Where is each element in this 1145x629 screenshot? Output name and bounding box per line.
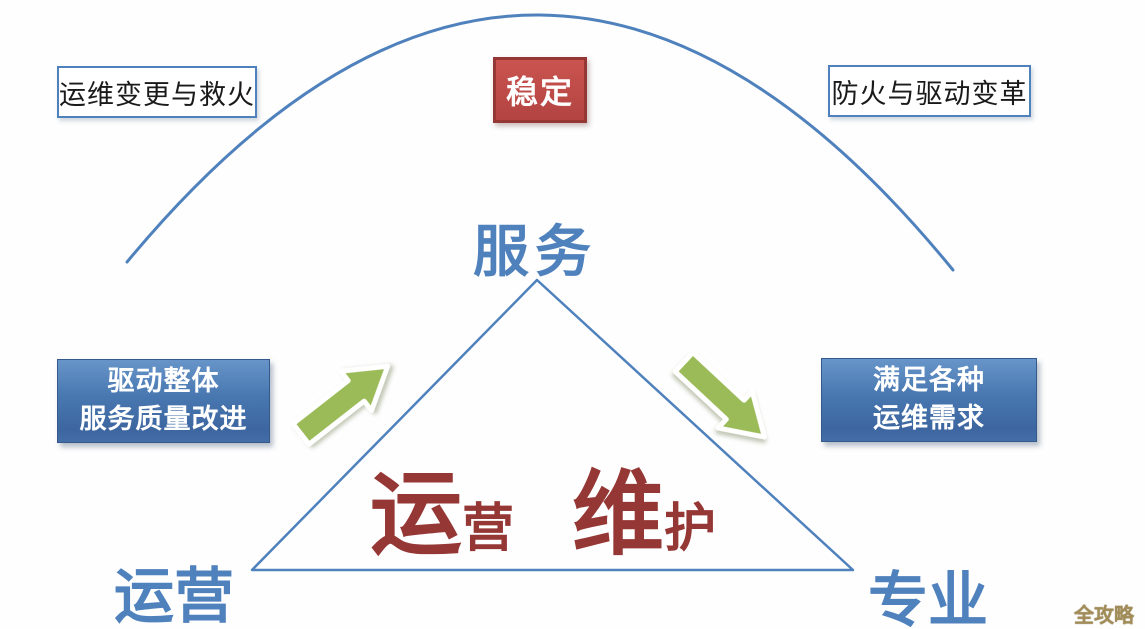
up-right-arrow-icon [290,363,391,447]
triangle-center-label: 运营维护 [370,440,750,573]
service-apex-label: 服务 [473,220,597,285]
meet-needs-box: 满足各种 运维需求 [821,358,1037,442]
meet-needs-line2: 运维需求 [873,403,985,434]
center-word-ying: 营 [462,499,515,559]
ops-change-firefight-label: 运维变更与救火 [59,79,255,111]
professional-corner-label: 专业 [868,566,988,629]
triangle-outline [250,278,855,572]
drive-quality-line2: 服务质量改进 [79,404,248,435]
stability-box: 稳定 [493,57,587,123]
watermark-label: 全攻略 [1074,603,1134,627]
down-right-arrow-icon [672,349,767,440]
drive-quality-box: 驱动整体 服务质量改进 [57,359,270,443]
fire-prevention-change-box: 防火与驱动变革 [828,65,1031,117]
meet-needs-line1: 满足各种 [873,365,985,396]
center-word-hu: 护 [664,499,717,559]
ops-change-firefight-box: 运维变更与救火 [57,66,257,118]
center-word-yun: 运 [370,461,463,568]
drive-quality-line1: 驱动整体 [107,366,220,397]
fire-prevention-change-label: 防火与驱动变革 [831,78,1028,110]
operations-corner-label: 运营 [114,562,234,629]
center-word-wei: 维 [572,461,665,568]
arc-curve [125,13,955,272]
stability-label: 稳定 [505,73,574,111]
